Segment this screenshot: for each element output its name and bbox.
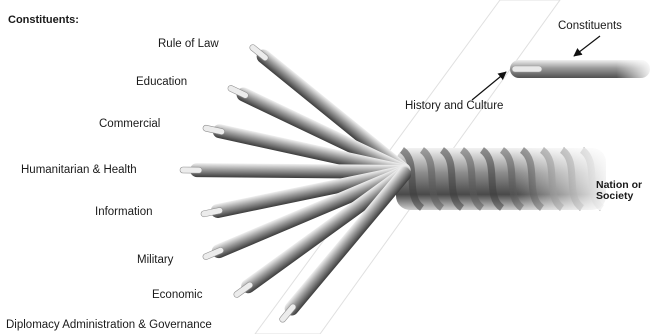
history-culture-label: History and Culture xyxy=(405,100,504,112)
constituents-label: Constituents xyxy=(558,20,622,32)
strand-diplomacy xyxy=(279,167,412,323)
strand-label-rule-of-law: Rule of Law xyxy=(158,38,219,50)
inset-strand xyxy=(510,58,654,80)
strand-rule-of-law xyxy=(249,44,411,178)
strand-wire-core xyxy=(279,303,297,323)
strand-education xyxy=(227,85,411,178)
strand-wire-core xyxy=(202,247,224,260)
strand-information xyxy=(200,165,411,218)
constituents-arrow xyxy=(573,35,601,57)
strand-label-humanitarian-health: Humanitarian & Health xyxy=(21,164,137,176)
strand-economic xyxy=(233,166,411,298)
strand-body xyxy=(256,49,411,178)
strand-wire-core xyxy=(227,85,249,99)
strand-body xyxy=(241,166,411,294)
strand-body xyxy=(210,165,411,218)
strand-label-military: Military xyxy=(137,254,174,266)
strand-label-commercial: Commercial xyxy=(99,118,161,130)
inset-wire-core xyxy=(511,65,543,73)
history-arrow xyxy=(471,71,507,101)
strand-body xyxy=(236,87,411,178)
strand-body xyxy=(211,166,411,259)
strand-body xyxy=(284,167,412,316)
strand-wire-core xyxy=(233,281,254,298)
strand-wire-core xyxy=(202,124,225,135)
strand-label-economic: Economic xyxy=(152,289,203,301)
strand-label-diplomacy: Diplomacy Administration & Governance xyxy=(6,319,212,331)
strand-body xyxy=(189,163,410,179)
strand-label-education: Education xyxy=(136,76,188,88)
rope xyxy=(396,147,610,211)
rope-label: Nation or Society xyxy=(596,179,643,202)
strand-military xyxy=(202,166,411,260)
strand-wire-core xyxy=(179,166,203,174)
strand-wire-core xyxy=(200,207,223,218)
strand-wire-core xyxy=(249,44,269,62)
strand-humanitarian-health xyxy=(179,163,410,179)
strand-label-information: Information xyxy=(95,206,153,218)
strands xyxy=(179,44,412,323)
heading: Constituents: xyxy=(8,14,79,26)
